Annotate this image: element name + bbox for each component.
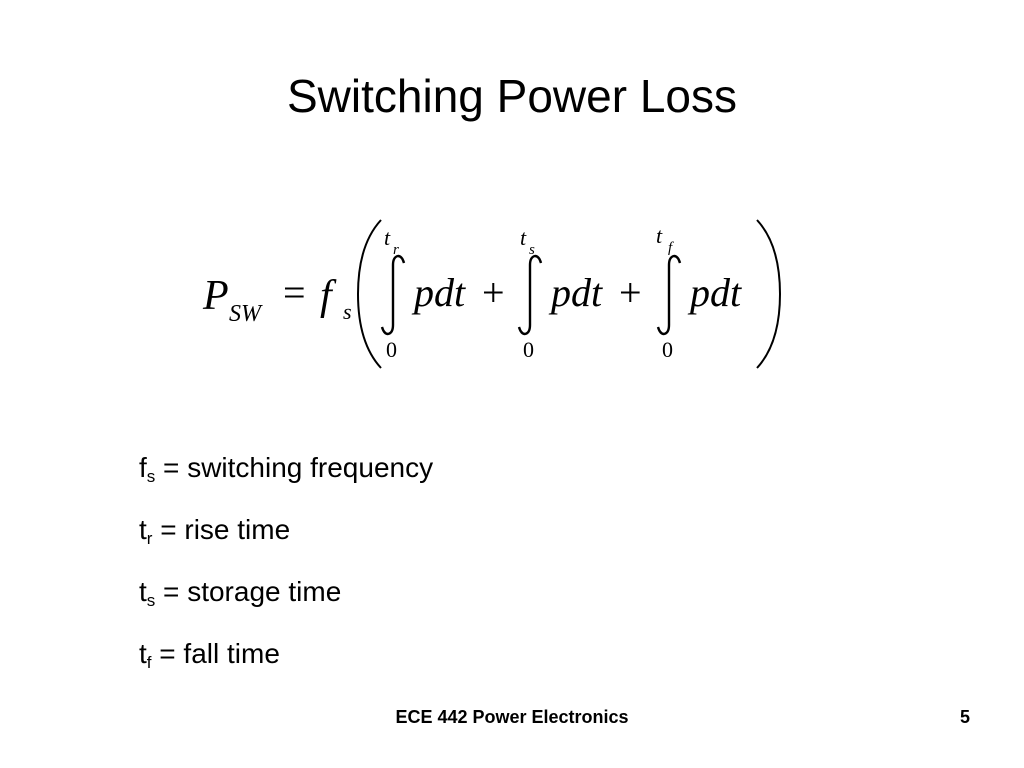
upper-limit-symbol: t [520, 225, 527, 250]
upper-limit-symbol: t [384, 225, 391, 250]
definition-item: tf = fall time [139, 638, 433, 672]
definition-symbol: t [139, 638, 147, 669]
integrand: pdt [687, 270, 742, 315]
definition-subscript: s [146, 467, 156, 486]
definition-subscript: r [146, 529, 153, 548]
definition-text: = fall time [151, 638, 280, 669]
upper-limit-subscript: f [668, 240, 674, 256]
definition-symbol: f [139, 452, 147, 483]
definition-symbol: t [139, 576, 147, 607]
lower-limit: 0 [523, 337, 534, 362]
lower-limit: 0 [386, 337, 397, 362]
lhs-subscript: SW [229, 301, 263, 327]
slide-number: 5 [959, 707, 970, 727]
right-parenthesis [756, 219, 782, 369]
left-parenthesis [356, 219, 382, 369]
definition-item: fs = switching frequency [139, 452, 434, 486]
slide-title: Switching Power Loss [287, 70, 737, 122]
definition-subscript: f [146, 653, 152, 672]
definition-subscript: s [146, 591, 156, 610]
definition-text: = storage time [155, 576, 342, 607]
definition-text: = switching frequency [155, 452, 434, 483]
definition-text: = rise time [152, 514, 291, 545]
definition-symbol: t [139, 514, 147, 545]
definition-item: ts = storage time [139, 576, 433, 610]
plus-sign: + [482, 270, 505, 315]
factor-subscript: s [343, 299, 352, 324]
integral-sign [517, 254, 543, 336]
definition-item: tr = rise time [139, 514, 433, 548]
upper-limit-symbol: t [656, 223, 663, 248]
integral-sign [656, 254, 682, 336]
factor-symbol: f [320, 273, 337, 319]
lhs-symbol: P [202, 273, 229, 319]
upper-limit-subscript: r [393, 242, 399, 258]
integrand: pdt [411, 270, 466, 315]
symbol-definitions: fs = switching frequency tr = rise time … [139, 452, 433, 700]
upper-limit-subscript: s [529, 242, 535, 258]
lower-limit: 0 [662, 337, 673, 362]
plus-sign: + [619, 270, 642, 315]
integrand: pdt [548, 270, 603, 315]
integral-sign [380, 254, 406, 336]
footer-course-name: ECE 442 Power Electronics [395, 707, 629, 727]
equals-sign: = [283, 270, 306, 315]
